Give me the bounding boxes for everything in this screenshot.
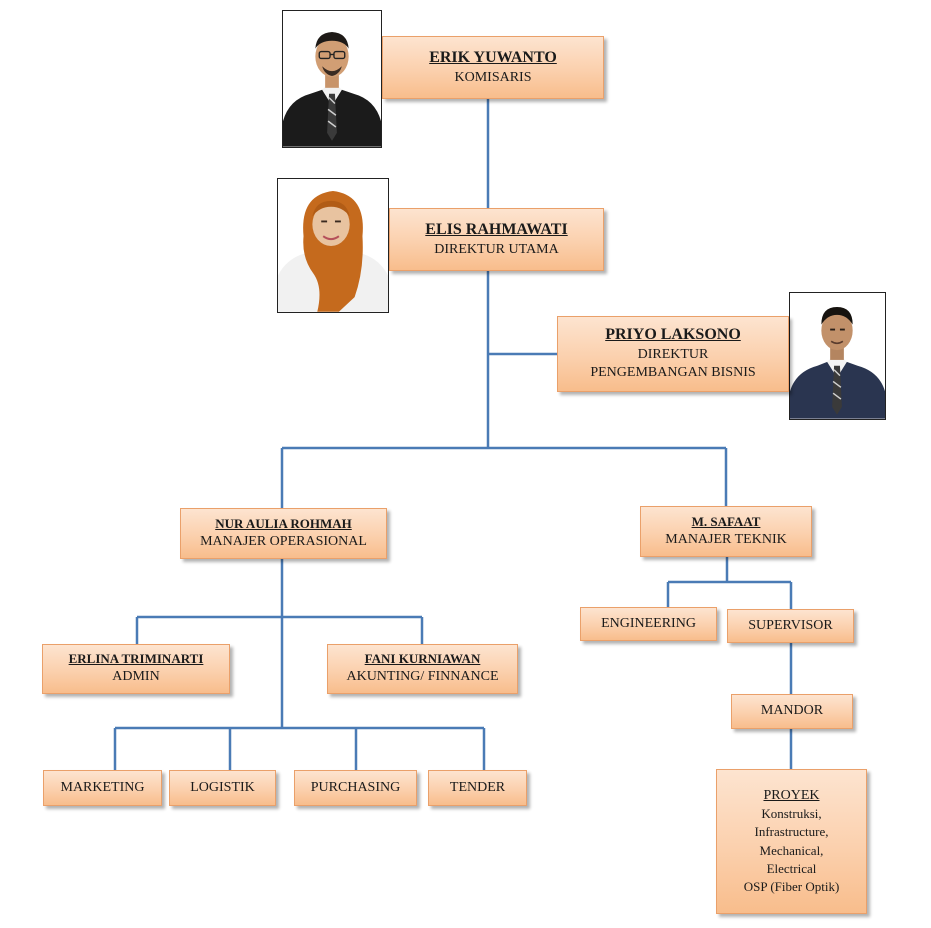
- node-name: M. SAFAAT: [691, 513, 761, 529]
- node-label: MARKETING: [60, 779, 145, 795]
- node-engineering: ENGINEERING: [580, 607, 717, 641]
- node-name: PRIYO LAKSONO: [605, 326, 741, 344]
- node-direktur-utama: ELIS RAHMAWATI DIREKTUR UTAMA: [389, 208, 604, 271]
- node-label: MANDOR: [760, 703, 824, 719]
- proyek-detail: Mechanical,: [759, 842, 824, 858]
- node-role: MANAJER OPERASIONAL: [200, 533, 367, 549]
- node-komisaris: ERIK YUWANTO KOMISARIS: [382, 36, 604, 99]
- node-role: ADMIN: [112, 669, 160, 685]
- erik-yuwanto-photo: [282, 10, 382, 148]
- node-direktur-bisnis: PRIYO LAKSONO DIREKTUR PENGEMBANGAN BISN…: [557, 316, 789, 392]
- node-mandor: MANDOR: [731, 694, 853, 729]
- node-name: FANI KURNIAWAN: [364, 651, 481, 667]
- node-name: NUR AULIA ROHMAH: [215, 515, 352, 531]
- elis-rahmawati-photo: [277, 178, 389, 313]
- person-suit-icon: [283, 11, 381, 147]
- person-hijab-icon: [278, 179, 388, 312]
- node-name: ERLINA TRIMINARTI: [68, 651, 204, 667]
- priyo-laksono-photo: [789, 292, 886, 420]
- node-role: AKUNTING/ FINNANCE: [346, 669, 499, 685]
- node-manajer-operasional: NUR AULIA ROHMAH MANAJER OPERASIONAL: [180, 508, 387, 559]
- node-label: TENDER: [449, 779, 506, 795]
- node-purchasing: PURCHASING: [294, 770, 417, 806]
- node-title: PROYEK: [763, 787, 820, 803]
- node-proyek: PROYEK Konstruksi, Infrastructure, Mecha…: [716, 769, 867, 914]
- node-role-line2: PENGEMBANGAN BISNIS: [590, 365, 756, 381]
- node-label: SUPERVISOR: [748, 617, 833, 633]
- proyek-detail: Infrastructure,: [754, 824, 829, 840]
- node-logistik: LOGISTIK: [169, 770, 276, 806]
- node-manajer-teknik: M. SAFAAT MANAJER TEKNIK: [640, 506, 812, 557]
- node-label: ENGINEERING: [601, 615, 696, 631]
- node-label: PURCHASING: [310, 779, 401, 795]
- node-supervisor: SUPERVISOR: [727, 609, 854, 643]
- node-name: ELIS RAHMAWATI: [425, 221, 568, 238]
- proyek-detail: Electrical: [766, 860, 817, 876]
- node-role: DIREKTUR UTAMA: [434, 241, 559, 257]
- node-marketing: MARKETING: [43, 770, 162, 806]
- proyek-detail: Konstruksi,: [761, 806, 822, 822]
- person-suit-icon: [790, 293, 885, 419]
- node-admin: ERLINA TRIMINARTI ADMIN: [42, 644, 230, 694]
- node-role-line1: DIREKTUR: [637, 347, 709, 363]
- node-role: KOMISARIS: [454, 69, 532, 85]
- node-role: MANAJER TEKNIK: [665, 531, 787, 547]
- proyek-detail: OSP (Fiber Optik): [743, 878, 840, 894]
- node-name: ERIK YUWANTO: [429, 49, 557, 66]
- node-label: LOGISTIK: [190, 779, 255, 795]
- node-tender: TENDER: [428, 770, 527, 806]
- node-akunting: FANI KURNIAWAN AKUNTING/ FINNANCE: [327, 644, 518, 694]
